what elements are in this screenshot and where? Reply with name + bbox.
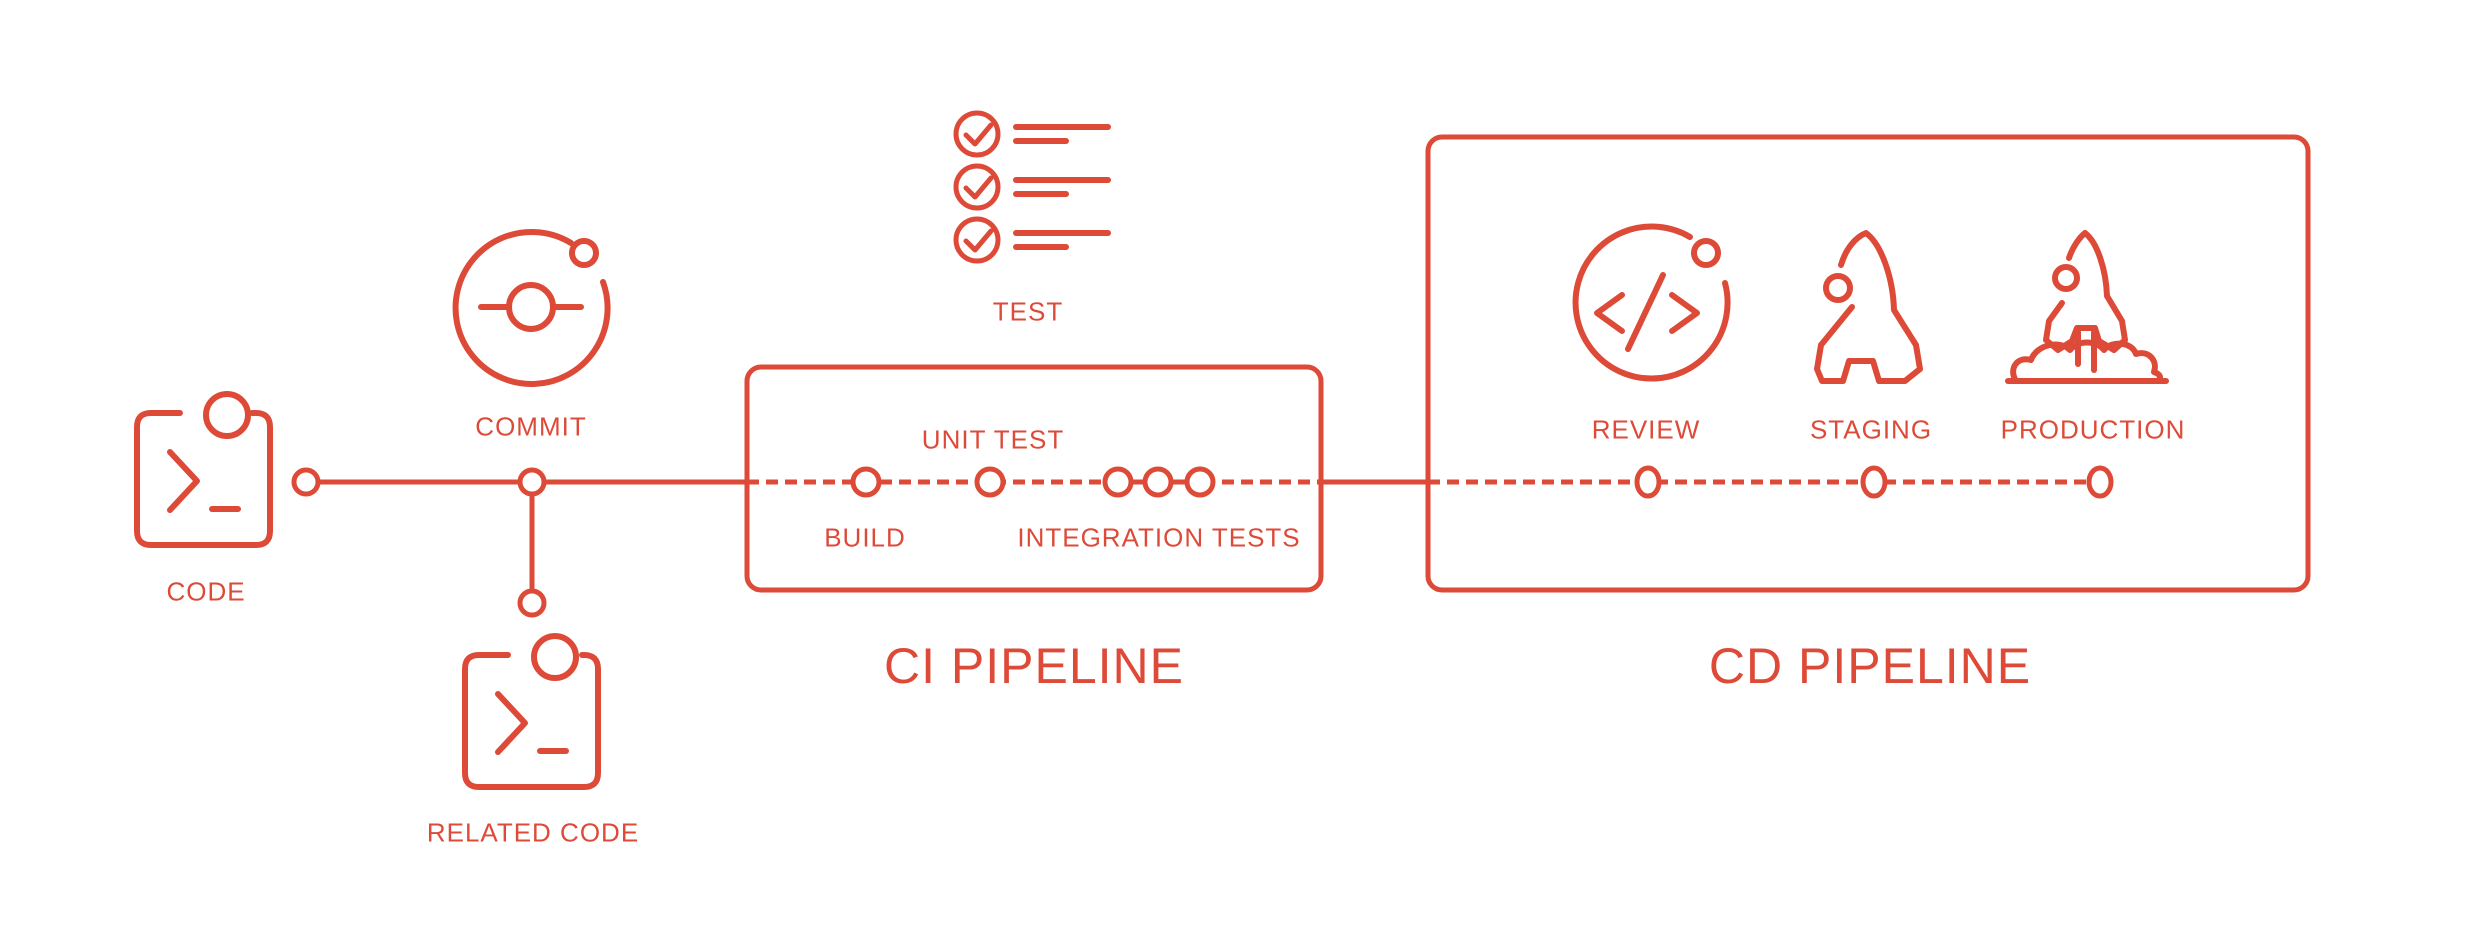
pin-circle	[531, 633, 579, 681]
cd-pipeline-box	[1425, 134, 2311, 593]
build-label: BUILD	[824, 522, 906, 553]
staging-label: STAGING	[1809, 414, 1933, 445]
check-circle	[953, 110, 1001, 158]
satellite-circle	[1691, 238, 1721, 268]
rocket-window	[1823, 273, 1853, 303]
production-label: PRODUCTION	[2000, 414, 2186, 445]
timeline-nodes	[291, 465, 2114, 618]
code-open-bracket	[1594, 292, 1625, 334]
test-checklist-icon	[953, 110, 1111, 264]
check-circle	[953, 163, 1001, 211]
check-mark	[963, 175, 994, 200]
review-label: REVIEW	[1591, 414, 1701, 445]
commit-orbit-icon	[452, 228, 611, 387]
test-label: TEST	[992, 296, 1064, 327]
code-slash	[1625, 272, 1666, 352]
code-close-bracket	[1669, 292, 1700, 334]
production-node	[2086, 465, 2114, 499]
related-code-node	[517, 588, 547, 618]
smoke-cloud	[2010, 339, 2164, 384]
build-node	[850, 466, 882, 498]
production-rocket-launch-icon	[2005, 230, 2169, 384]
orbit-arc	[1572, 223, 1731, 382]
orbit-arc	[452, 228, 611, 387]
prompt-chevron	[167, 449, 200, 513]
integration-test-node-3	[1184, 466, 1216, 498]
prompt-chevron	[495, 691, 528, 755]
code-label: CODE	[166, 576, 246, 607]
rocket-window	[2052, 264, 2080, 292]
unit-test-label: UNIT TEST	[921, 424, 1065, 455]
related-code-terminal-icon	[462, 633, 601, 790]
ci-pipeline-box	[744, 364, 1324, 593]
satellite-circle	[569, 238, 599, 268]
integration-test-node-1	[1102, 466, 1134, 498]
code-node	[291, 467, 321, 497]
commit-node	[517, 467, 547, 497]
integration-test-node-2	[1142, 466, 1174, 498]
integration-tests-label: INTEGRATION TESTS	[1017, 522, 1301, 553]
staging-rocket-icon	[1814, 230, 1923, 384]
terminal-code-icon	[134, 391, 273, 548]
code-review-orbit-icon	[1572, 223, 1731, 382]
cd-pipeline-title: CD PIPELINE	[1708, 638, 2032, 694]
unit-test-node	[974, 466, 1006, 498]
review-node	[1634, 465, 1662, 499]
commit-dot	[506, 282, 556, 332]
check-mark	[963, 122, 994, 147]
commit-label: COMMIT	[475, 411, 587, 442]
ci-pipeline-title: CI PIPELINE	[884, 638, 1184, 694]
related-code-label: RELATED CODE	[426, 817, 640, 848]
check-mark	[963, 228, 994, 253]
check-circle	[953, 216, 1001, 264]
pin-circle	[203, 391, 251, 439]
staging-node	[1860, 465, 1888, 499]
